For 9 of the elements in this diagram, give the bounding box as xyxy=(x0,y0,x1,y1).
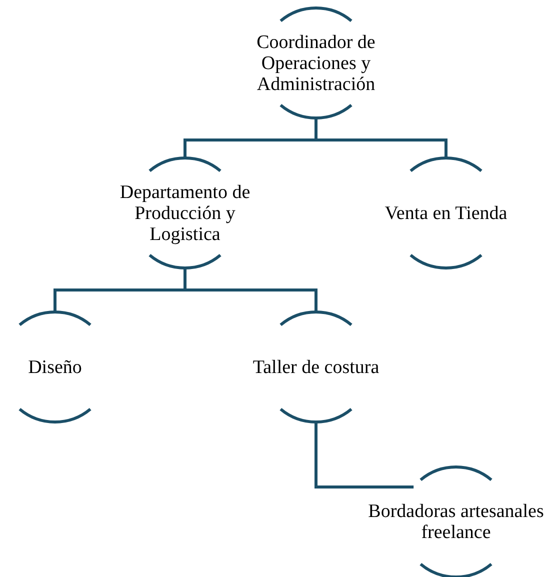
connector-line xyxy=(184,268,318,312)
connector-line xyxy=(314,118,448,158)
node-label: Bordadoras artesanales freelance xyxy=(367,501,545,543)
node-label: Taller de costura xyxy=(252,356,380,378)
node-label: Diseño xyxy=(28,356,82,378)
node-label: Venta en Tienda xyxy=(384,202,508,224)
connector-line xyxy=(314,422,414,488)
node-label: Coordinador de Operaciones y Administración xyxy=(256,32,376,94)
node-label: Departamento de Producción y Logistica xyxy=(118,182,252,244)
